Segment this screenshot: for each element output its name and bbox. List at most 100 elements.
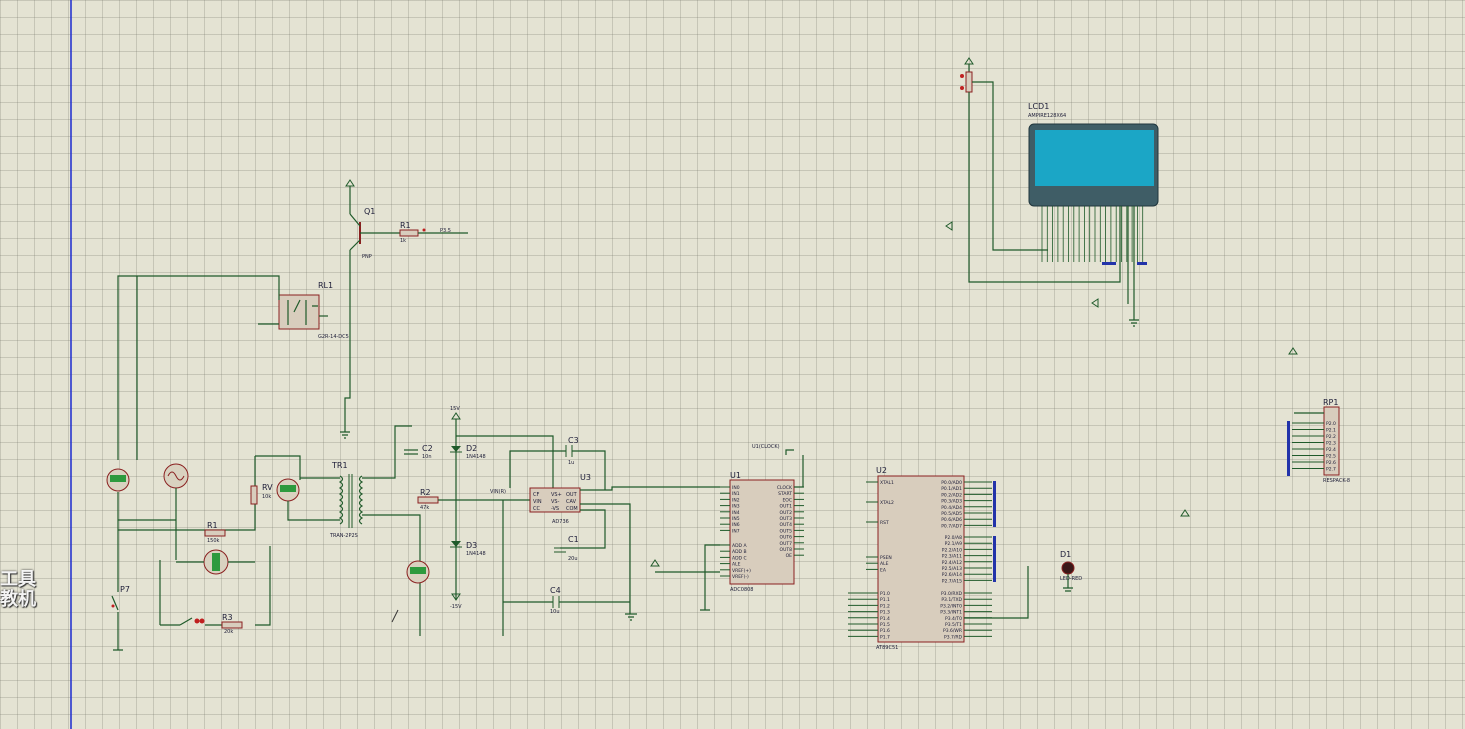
rp1-pin-label: P2.2	[1326, 434, 1336, 440]
rv-label: RV	[262, 483, 273, 492]
lcd1-type: AMPIRE128X64	[1028, 113, 1066, 119]
resistor-r2[interactable]: R2 47k	[417, 488, 530, 511]
u2-pin-label: P3.0/RXD	[941, 591, 963, 597]
capacitor-c2[interactable]: C2 10n	[404, 444, 433, 460]
u2-pin-label: EA	[880, 567, 887, 573]
rp1-label: RP1	[1323, 398, 1338, 407]
svg-text:CC: CC	[533, 506, 540, 512]
resistor-r3[interactable]: R3 20k	[221, 613, 243, 635]
respack-rp1[interactable]: RP1 RESPACK-8 P2.0P2.1P2.2P2.3P2.4P2.5P2…	[1292, 398, 1350, 484]
transistor-q1[interactable]: Q1 PNP	[345, 179, 400, 300]
tr1-label: TR1	[331, 461, 348, 470]
diode-d2[interactable]: D2 1N4148	[450, 444, 486, 460]
ammeter-left[interactable]	[106, 468, 130, 492]
lcd-lcd1[interactable]: LCD1 AMPIRE128X64	[1028, 102, 1159, 262]
svg-text:-VS: -VS	[551, 506, 559, 512]
u1-pin-label: OUT8	[780, 547, 793, 553]
d1-type: LED-RED	[1060, 576, 1082, 582]
vinr-label: VIN(R)	[490, 489, 506, 495]
switch-p7[interactable]: P7	[111, 580, 130, 651]
u2-pin-label: P0.1/AD1	[941, 486, 962, 492]
u3-type: AD736	[552, 519, 569, 525]
meter-bottom[interactable]	[406, 560, 430, 584]
resistor-r1[interactable]: R1 1k P3.5	[399, 221, 468, 244]
u1-pin-label: OUT3	[780, 516, 793, 522]
wire-tr1-primary	[255, 455, 340, 521]
switch-red[interactable]	[179, 617, 205, 626]
u2-pin-label: P3.1/TXD	[941, 597, 962, 603]
u1-pin-label: IN4	[732, 510, 740, 516]
watermark-line2: 教机	[0, 589, 36, 610]
u2-pin-label: P1.7	[880, 634, 890, 640]
u1-pin-label: IN3	[732, 504, 740, 510]
rp1-pin-label: P2.0	[1326, 421, 1336, 427]
rl1-type: G2R-14-DC5	[318, 334, 349, 340]
d2-label: D2	[466, 444, 477, 453]
bus-p2	[993, 536, 996, 582]
u2-pin-label: P2.2/A10	[942, 547, 962, 553]
c4-value: 10u	[550, 609, 560, 615]
u2-pin-label: P3.2/INT0	[940, 603, 962, 609]
u2-label: U2	[876, 466, 887, 475]
wire-clock	[785, 449, 804, 488]
svg-text:VS+: VS+	[551, 492, 562, 498]
wire-left-top	[117, 275, 280, 460]
u3-label: U3	[580, 473, 591, 482]
svg-text:OUT: OUT	[566, 492, 578, 498]
lcd1-label: LCD1	[1028, 102, 1049, 111]
svg-text:CF: CF	[533, 492, 539, 498]
u1-pin-label: IN2	[732, 497, 740, 503]
u2-pin-label: PSEN	[880, 555, 892, 561]
u2-pin-label: P0.4/AD4	[941, 505, 962, 511]
transformer-tr1[interactable]: TR1 TRAN-2P2S	[329, 461, 364, 539]
u1-pin-label: IN1	[732, 491, 740, 497]
ground-symbol	[625, 613, 637, 621]
lcd-potentiometer[interactable]	[960, 57, 1121, 283]
rp1-pin-label: P2.1	[1326, 428, 1336, 434]
rp1-pin-label: P2.3	[1326, 441, 1336, 447]
relay-rl1[interactable]: RL1 G2R-14-DC5	[258, 281, 349, 340]
meter-tr1[interactable]	[276, 478, 300, 502]
capacitor-c1[interactable]: C1 20u	[554, 535, 579, 562]
wire-u3-out	[502, 486, 720, 636]
u2-pin-label: RST	[880, 520, 889, 526]
power-rp1-icon	[1288, 347, 1298, 355]
u1-pin-label: CLOCK	[777, 485, 793, 491]
diode-d3[interactable]: D3 1N4148	[450, 541, 486, 557]
ic-u2[interactable]: U2 AT89C51 XTAL1XTAL2RSTPSENALEEAP1.0P1.…	[848, 466, 992, 651]
q1-label: Q1	[364, 207, 375, 216]
q1-type: PNP	[362, 254, 372, 260]
rp1-pin-label: P2.4	[1326, 447, 1336, 453]
resistor-r1b[interactable]: R1 150k	[204, 521, 226, 544]
u2-pin-label: P2.6/A14	[942, 572, 962, 578]
ac-source[interactable]	[163, 463, 189, 489]
voltmeter-middle[interactable]	[203, 549, 229, 575]
u2-pin-label: P3.3/INT1	[940, 610, 962, 616]
resistor-rv[interactable]: RV 10k	[250, 483, 273, 505]
u2-pin-label: P1.2	[880, 603, 890, 609]
ic-u1[interactable]: U1 ADC0808 IN0IN1IN2IN3IN4IN5IN6IN7CLOCK…	[720, 471, 804, 593]
bus-rp1	[1287, 421, 1290, 476]
c2-value: 10n	[422, 454, 432, 460]
wire-lcd-ground	[1127, 206, 1139, 327]
u2-pin-label: XTAL2	[880, 500, 894, 506]
u1-pin-label: IN5	[732, 516, 740, 522]
u1-pin-label: OE	[786, 553, 793, 559]
u1-label: U1	[730, 471, 741, 480]
power-neg15v-icon	[451, 593, 461, 601]
r1b-value: 150k	[207, 538, 220, 544]
c3-value: 1u	[568, 460, 574, 466]
r2-value: 47k	[420, 505, 429, 511]
u1-addr-pin-label: ADD C	[732, 555, 747, 561]
u2-pin-label: P3.7/RD	[944, 634, 963, 640]
u2-pin-label: P1.6	[880, 628, 890, 634]
led-d1[interactable]: D1 LED-RED	[1060, 550, 1082, 592]
u2-pin-label: P0.6/AD6	[941, 517, 962, 523]
probe-icon	[391, 609, 399, 623]
power-lcd-icon	[945, 221, 953, 231]
capacitor-c4[interactable]: C4 10u	[550, 586, 561, 615]
capacitor-c3[interactable]: C3 1u	[509, 436, 606, 490]
